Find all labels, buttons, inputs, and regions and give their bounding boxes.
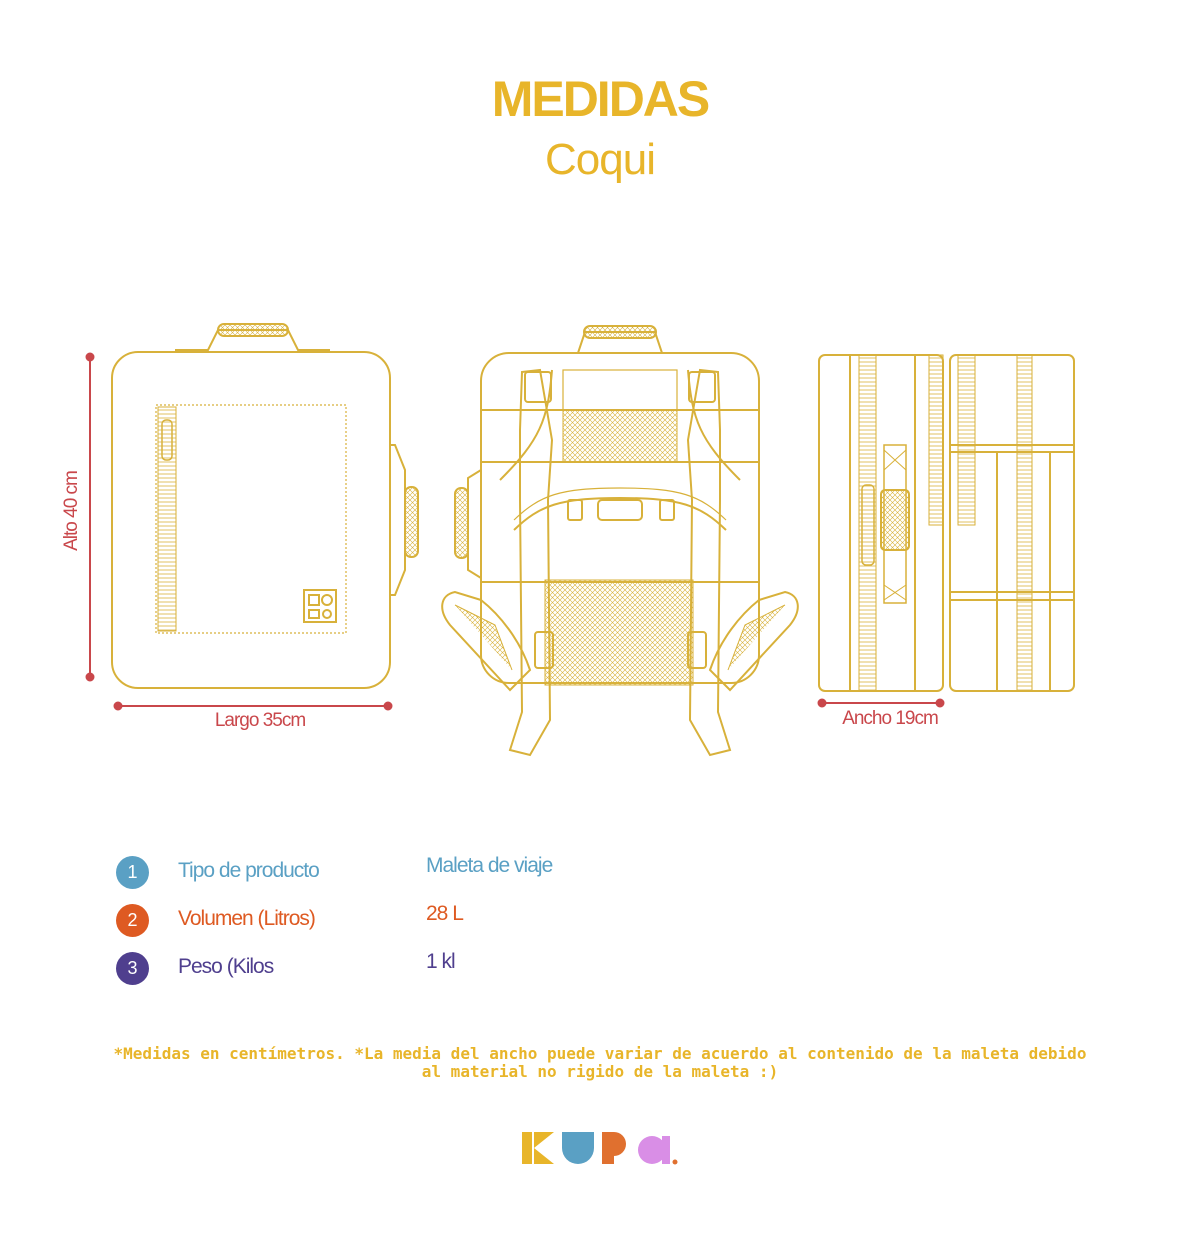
spec-label: Volumen (Litros) <box>178 907 316 930</box>
product-name: Coqui <box>545 135 656 184</box>
spec-number-badge: 1 <box>116 856 149 889</box>
spec-label: Tipo de producto <box>178 859 320 882</box>
spec-value: 1 kl <box>426 950 456 973</box>
spec-number-badge: 2 <box>116 904 149 937</box>
page-title: MEDIDAS <box>491 71 711 127</box>
back-view <box>441 325 799 757</box>
spec-label: Peso (Kilos <box>178 955 274 978</box>
spec-value: Maleta de viaje <box>426 854 553 877</box>
footnote-line-1: *Medidas en centímetros. *La media del a… <box>113 1044 1087 1063</box>
side-view-left <box>818 354 944 692</box>
front-view <box>111 323 419 689</box>
width-dimension-label: Ancho 19cm <box>842 708 939 729</box>
spec-number-badge: 3 <box>116 952 149 985</box>
footnote: *Medidas en centímetros. *La media del a… <box>60 1045 1140 1081</box>
height-dimension-label: Alto 40 cm <box>61 471 82 551</box>
backpack-drawings <box>85 323 1075 757</box>
kupa-logo-icon <box>522 1132 678 1165</box>
length-dimension-label: Largo 35cm <box>214 710 306 731</box>
spec-value: 28 L <box>426 902 464 925</box>
dimension-lines <box>85 352 945 711</box>
footnote-line-2: al material no rigido de la maleta :) <box>421 1062 779 1081</box>
side-view-right <box>949 354 1075 692</box>
